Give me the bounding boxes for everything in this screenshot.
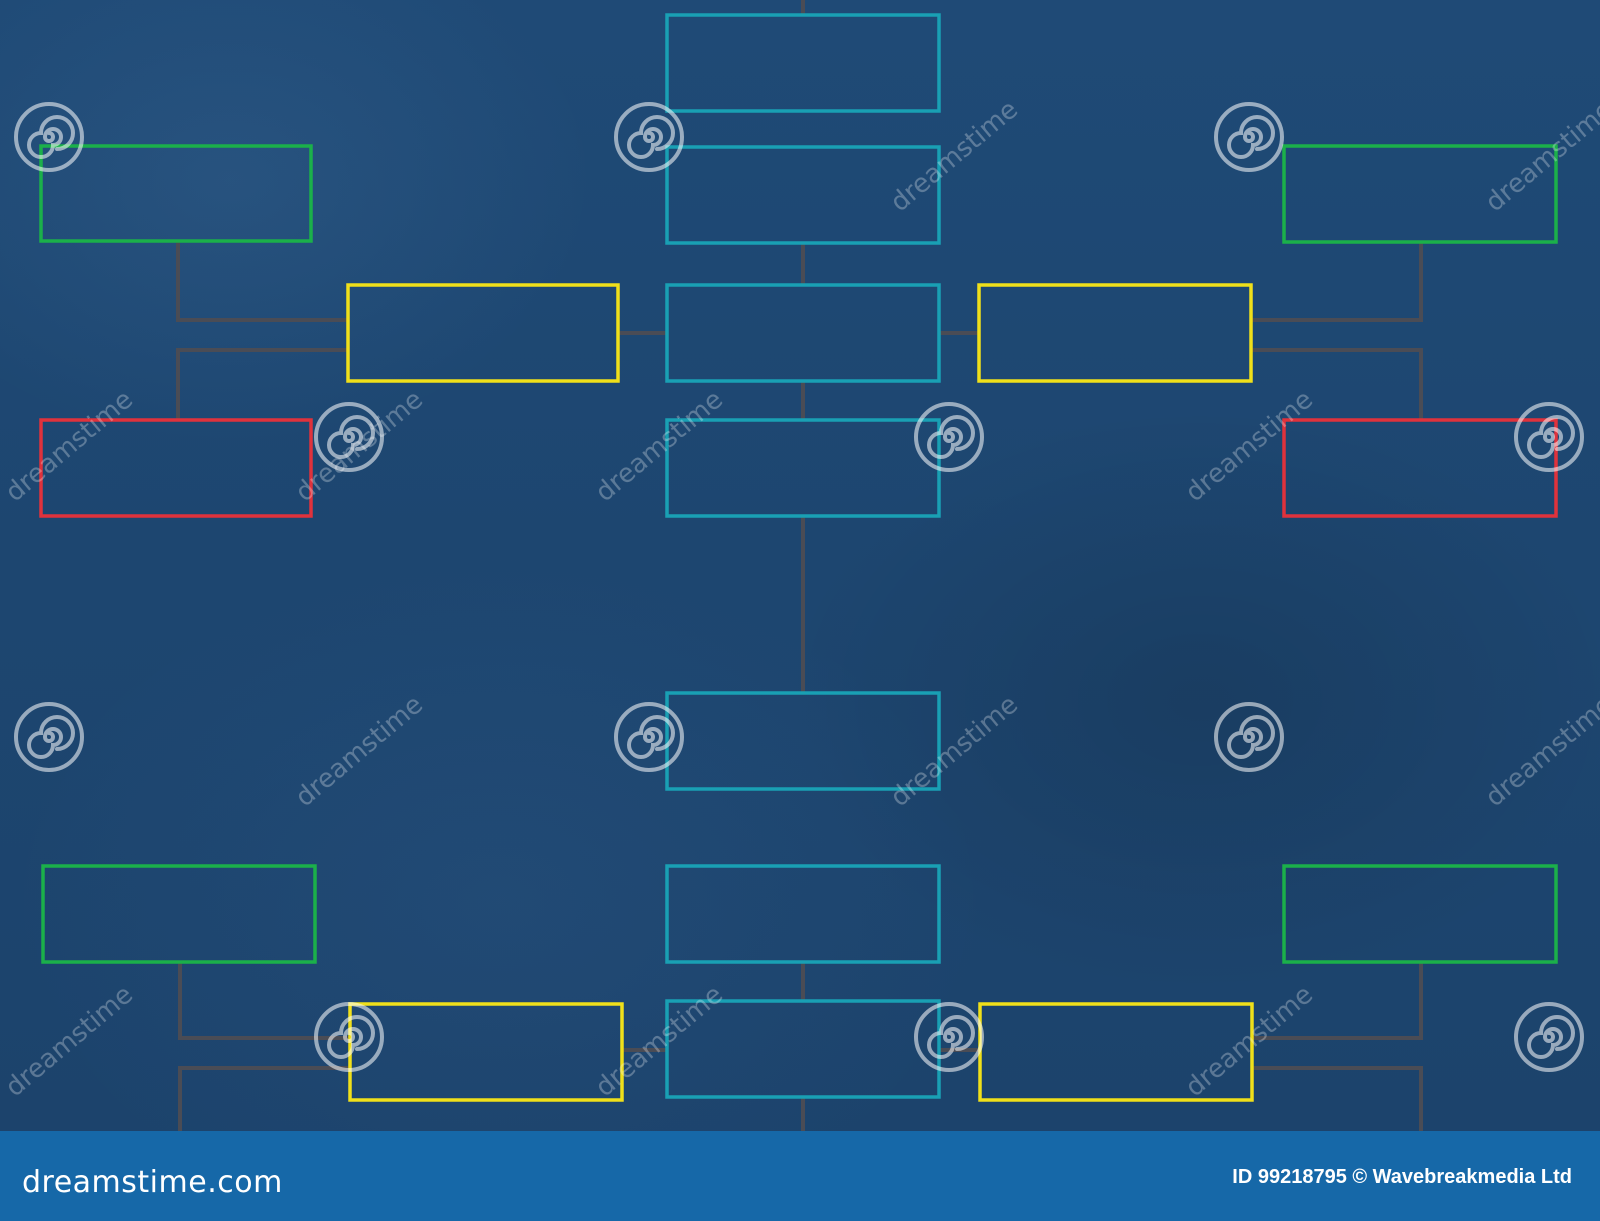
connector-line [176,241,348,322]
connector-line [176,348,348,420]
spiral-icon [612,700,686,774]
box-center-4 [665,418,941,518]
spiral-icon [12,100,86,174]
box-right-top-green [1282,144,1558,244]
box-right-bottom-green [1282,864,1558,964]
spiral-icon [1212,100,1286,174]
connector-line [1251,242,1423,322]
box-left-top-green [39,144,313,243]
box-center-7 [665,999,941,1099]
spiral-icon [1212,700,1286,774]
box-center-2 [665,145,941,245]
box-left-top-red [39,418,313,518]
box-center-3 [665,283,941,383]
footer-bar [0,1131,1600,1221]
footer-logo[interactable]: dreamstime.com [22,1165,283,1200]
box-center-6 [665,864,941,964]
spiral-icon [1512,1000,1586,1074]
connector-lines [176,0,1423,1131]
flowchart-boxes [39,13,1558,1102]
connector-line [1252,962,1423,1040]
spiral-icon [912,1000,986,1074]
box-right-top-yellow [977,283,1253,383]
image-credit: ID 99218795 © Wavebreakmedia Ltd [1232,1166,1572,1188]
connector-line [178,1066,350,1131]
spiral-icon [912,400,986,474]
spiral-icon [312,400,386,474]
connector-line [1251,348,1423,420]
box-center-1 [665,13,941,113]
spiral-icon [12,700,86,774]
box-left-top-yellow [346,283,620,383]
textured-blue-background [0,0,1600,1131]
box-center-5 [665,691,941,791]
spiral-icon [612,100,686,174]
spiral-icon [312,1000,386,1074]
flowchart-diagram [39,0,1558,1131]
spiral-icon [1512,400,1586,474]
box-left-bottom-green [41,864,317,964]
box-left-bottom-yellow [348,1002,624,1102]
connector-line [178,962,350,1040]
connector-line [1252,1066,1423,1131]
